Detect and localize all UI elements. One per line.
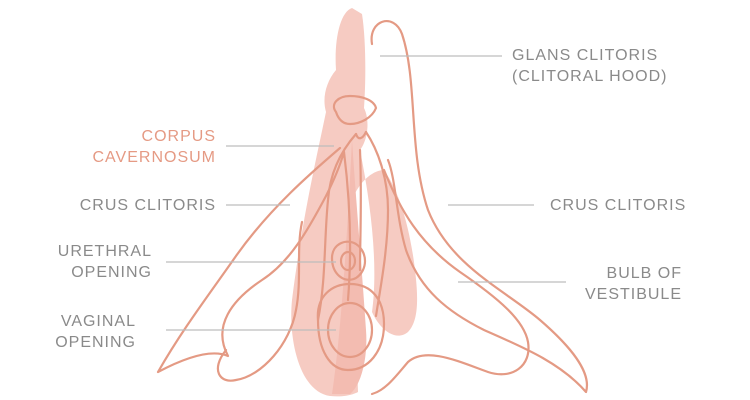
label-crus-left-line1: CRUS CLITORIS [79,197,216,214]
label-bulb-line1: BULB OF [606,265,682,282]
glans-knob [332,94,378,126]
label-bulb-line2: VESTIBULE [584,286,682,303]
glans-outline [370,20,589,394]
bulb-right-outline [370,168,530,396]
inner-shaft-left [316,132,358,322]
label-urethral-line2: OPENING [71,264,152,281]
label-bulb-of-vestibule: BULB OF VESTIBULE [585,263,682,305]
label-vaginal-line1: VAGINAL [60,313,136,330]
bulb-left-outline [216,220,304,382]
label-corpus-cavernosum: CORPUS CAVERNOSUM [93,126,217,168]
label-corpus-line2: CAVERNOSUM [92,149,216,166]
label-glans-clitoris: GLANS CLITORIS (CLITORAL HOOD) [512,45,667,87]
label-glans-line1: GLANS CLITORIS [512,47,659,64]
left-shaft-lower [342,150,352,302]
right-shaft-lower [358,148,362,272]
label-vaginal-opening: VAGINAL OPENING [55,311,136,353]
inner-shaft-right [364,130,390,318]
label-vaginal-line2: OPENING [55,334,136,351]
center-join [354,130,368,140]
label-urethral-line1: URETHRAL [57,243,152,260]
label-urethral-opening: URETHRAL OPENING [58,241,152,283]
label-corpus-line1: CORPUS [141,128,216,145]
label-crus-clitoris-right: CRUS CLITORIS [550,195,686,216]
urethral-opening-inner [339,250,357,272]
vaginal-opening-outer [316,282,386,372]
label-glans-line2: (CLITORAL HOOD) [512,68,668,85]
label-crus-clitoris-left: CRUS CLITORIS [80,195,216,216]
urethral-opening-outer [330,240,367,281]
label-crus-right-line1: CRUS CLITORIS [550,197,687,214]
